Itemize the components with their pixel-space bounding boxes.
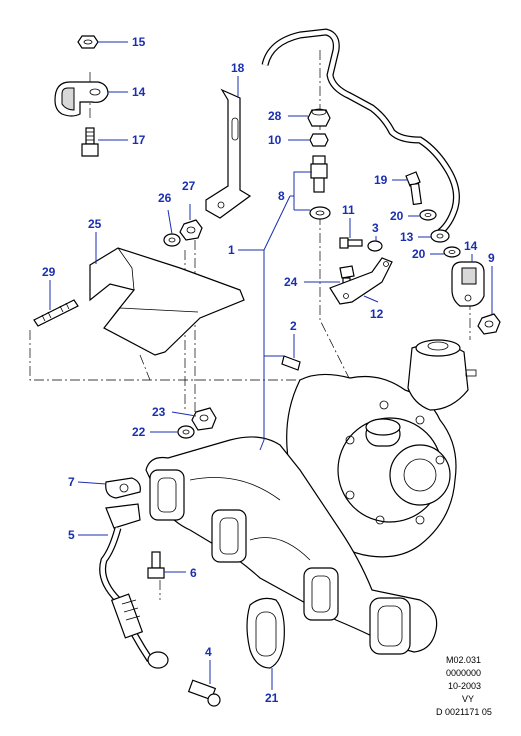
part-11-bolt: [339, 237, 363, 249]
callout-20-b: 20: [412, 247, 426, 261]
callout-8: 8: [278, 189, 285, 203]
callout-1: 1: [228, 243, 235, 257]
part-20-washer-a: [419, 209, 437, 221]
ref-line-2: 0000000: [446, 668, 481, 678]
callout-14-top: 14: [132, 85, 146, 99]
oil-feed-pipe: [261, 28, 460, 235]
reference-block: M02.031 0000000 10-2003 VY D 0021171 05: [436, 655, 492, 717]
callout-25: 25: [88, 217, 102, 231]
exhaust-manifold: [145, 436, 438, 655]
callout-5: 5: [68, 528, 75, 542]
leader-lines: [49, 41, 493, 690]
callout-7: 7: [68, 475, 75, 489]
callout-11: 11: [342, 203, 355, 217]
wastegate-actuator: [407, 339, 477, 411]
part-4-connector: [187, 679, 221, 707]
callout-18: 18: [231, 61, 245, 75]
part-26-washer: [163, 233, 181, 247]
part-6-bolt: [147, 551, 165, 579]
callout-19: 19: [374, 173, 388, 187]
part-7-gasket: [105, 477, 141, 499]
part-19-bolt: [405, 171, 423, 206]
part-17-bolt: [81, 127, 99, 157]
part-12-bracket: [329, 257, 393, 305]
part-9-nut: [477, 313, 501, 335]
turbocharger: [286, 373, 457, 558]
part-2-stud: [281, 355, 301, 371]
part-14-clamp-right: [451, 261, 485, 307]
part-20-washer-b: [443, 246, 461, 258]
part-22-washer: [177, 425, 195, 439]
part-10-fitting: [309, 133, 329, 147]
part-18-bracket: [205, 88, 252, 219]
callout-9: 9: [488, 251, 495, 265]
callout-21: 21: [265, 691, 279, 705]
callout-28: 28: [268, 109, 282, 123]
callout-15: 15: [132, 35, 146, 49]
part-5-oil-return-pipe: [99, 503, 169, 669]
callout-23: 23: [152, 405, 166, 419]
callout-20-a: 20: [390, 209, 404, 223]
callout-27: 27: [182, 179, 196, 193]
callout-29: 29: [42, 265, 56, 279]
callout-3: 3: [372, 221, 379, 235]
callout-labels: 15 14 17 18 28 10 8 19 20 13 20 27 26 11…: [42, 35, 495, 705]
callout-26: 26: [158, 191, 172, 205]
callout-22: 22: [132, 425, 146, 439]
part-8-banjo-bolt: [309, 155, 331, 220]
part-13-banjo: [430, 229, 450, 243]
ref-line-3: 10-2003: [448, 681, 481, 691]
callout-12: 12: [370, 307, 384, 321]
part-28-nut: [307, 108, 331, 127]
ref-line-5: D 0021171 05: [436, 707, 492, 717]
callout-10: 10: [268, 133, 282, 147]
part-21-gasket: [246, 597, 285, 669]
part-25-heat-shield: [89, 247, 245, 356]
part-14-clamp-top: [54, 81, 109, 117]
part-15-nut: [77, 35, 99, 49]
part-3-washer: [367, 240, 383, 252]
part-27-nut: [179, 219, 203, 241]
part-23-nut: [191, 407, 217, 431]
callout-13: 13: [400, 230, 414, 244]
callout-17: 17: [132, 133, 146, 147]
callout-24: 24: [284, 275, 298, 289]
ref-line-4: VY: [462, 694, 474, 704]
callout-2: 2: [290, 319, 297, 333]
callout-4: 4: [205, 645, 212, 659]
callout-14-right: 14: [464, 239, 478, 253]
ref-line-1: M02.031: [446, 655, 481, 665]
part-29-stud: [33, 299, 79, 327]
callout-6: 6: [190, 566, 197, 580]
